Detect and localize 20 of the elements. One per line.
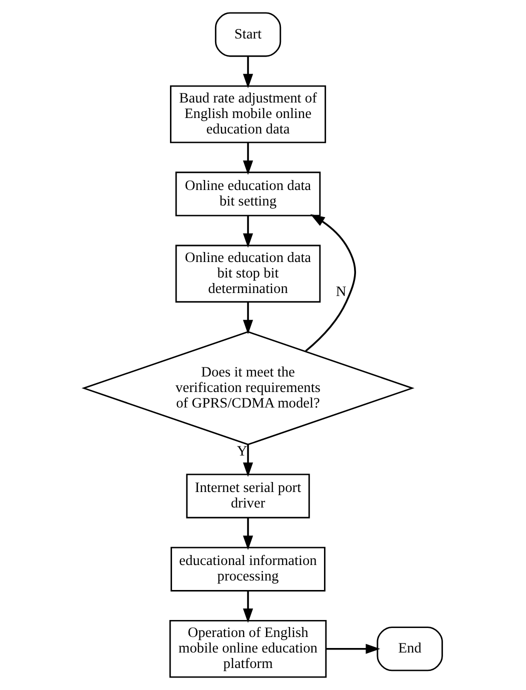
node-box: Internet serial port driver xyxy=(186,474,310,518)
node-box: Operation of English mobile online education platform xyxy=(169,620,327,678)
node-box: Online education data bit stop bit determination xyxy=(175,244,321,303)
arrow xyxy=(326,644,380,654)
node-diamond: Does it meet the verification requirements of GPRS/CDMA model? xyxy=(82,331,414,446)
arrow xyxy=(242,216,254,248)
arrow xyxy=(242,591,254,623)
edge-label: Y xyxy=(236,443,248,460)
arrow xyxy=(242,518,254,550)
arrow xyxy=(242,302,254,334)
arrow xyxy=(242,56,254,88)
node-box: Online education data bit setting xyxy=(175,172,321,216)
node-box: Start xyxy=(214,12,282,57)
node-box: End xyxy=(376,626,443,672)
arrow xyxy=(242,142,254,175)
edge-label: N xyxy=(336,284,346,300)
node-box: Baud rate adjustment of English mobile online education data xyxy=(170,85,326,144)
node-box: educational information processing xyxy=(170,546,326,592)
arrow xyxy=(305,214,356,352)
arrow xyxy=(242,444,254,477)
